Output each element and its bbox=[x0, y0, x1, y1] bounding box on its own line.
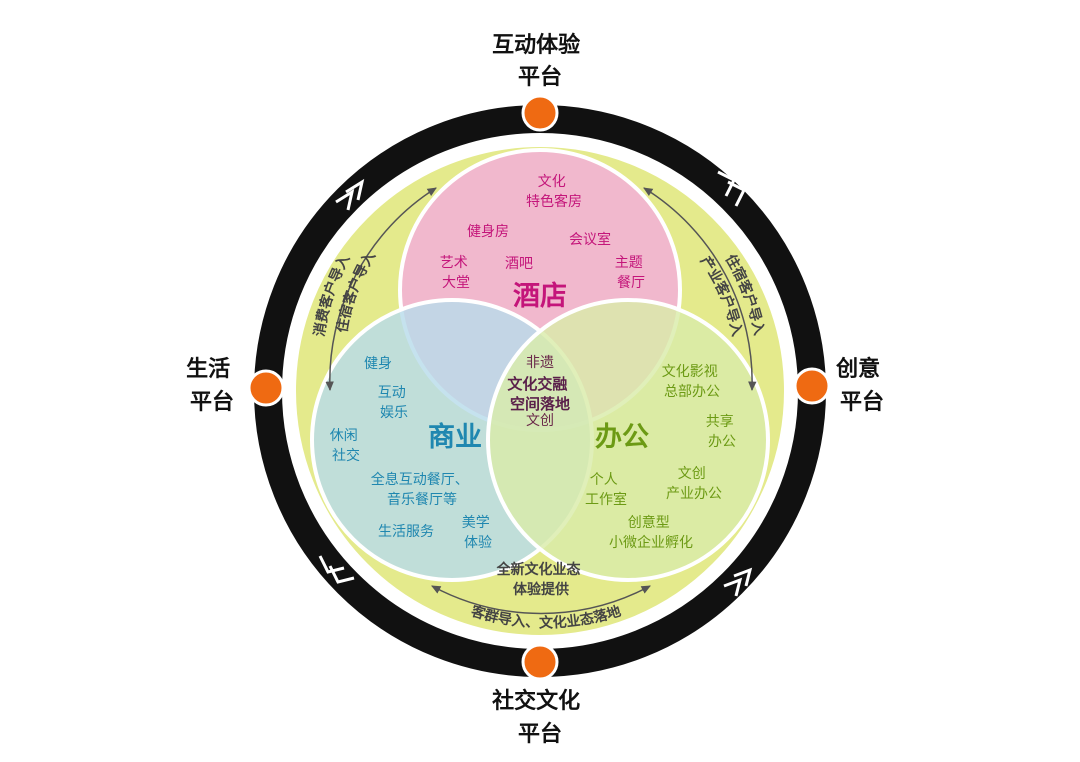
chevron-icon bbox=[723, 577, 743, 597]
hotel-item: 主题 餐厅 bbox=[615, 255, 647, 291]
office-item: 文创 产业办公 bbox=[666, 466, 722, 502]
hotel-item: 会议室 bbox=[569, 231, 611, 248]
inner-band-edge bbox=[292, 143, 788, 639]
hotel-title: 酒店 bbox=[513, 281, 567, 312]
office-item: 文化影视 总部办公 bbox=[662, 364, 722, 400]
business-item: 健身 bbox=[364, 356, 392, 372]
hotel-item: 酒吧 bbox=[505, 256, 533, 272]
right-arrow-arc bbox=[643, 187, 757, 392]
business-item: 休闲 社交 bbox=[330, 428, 362, 464]
business-item: 生活服务 bbox=[378, 524, 434, 540]
platform-nodes bbox=[247, 94, 831, 681]
venn bbox=[310, 148, 770, 582]
platform-left: 生活 平台 bbox=[186, 357, 238, 415]
center-top: 非遗 bbox=[526, 355, 554, 371]
chevron-icon bbox=[318, 555, 345, 574]
business-item: 全息互动餐厅、 音乐餐厅等 bbox=[371, 471, 473, 508]
office-item: 创意型 小微企业孵化 bbox=[609, 514, 693, 551]
left-arrow-arc bbox=[325, 187, 437, 392]
guide-arrows bbox=[325, 187, 757, 615]
office-item: 共享 办公 bbox=[706, 413, 738, 450]
hotel-item: 艺术 大堂 bbox=[440, 255, 472, 291]
hotel-item: 文化 特色客房 bbox=[526, 174, 582, 210]
business-item: 美学 体验 bbox=[462, 515, 494, 551]
center-main: 文化交融 空间落地 bbox=[507, 375, 572, 413]
center-bottom: 文创 bbox=[526, 413, 554, 429]
business-title: 商业 bbox=[428, 422, 482, 453]
platform-bottom: 社交文化 平台 bbox=[492, 688, 588, 747]
lower-center-label: 全新文化业态 体验提供 bbox=[496, 561, 586, 598]
node-bottom bbox=[521, 643, 559, 681]
node-top bbox=[521, 94, 559, 132]
hotel-item: 健身房 bbox=[467, 224, 509, 240]
node-right bbox=[793, 367, 831, 405]
office-title: 办公 bbox=[595, 422, 649, 453]
platform-right: 创意 平台 bbox=[835, 356, 888, 415]
business-item: 互动 娱乐 bbox=[378, 385, 410, 421]
office-item: 个人 工作室 bbox=[585, 472, 627, 508]
platform-top: 互动体验 平台 bbox=[492, 32, 588, 90]
chevron-icon bbox=[733, 567, 753, 587]
node-left bbox=[247, 369, 285, 407]
bottom-arrow-arc bbox=[431, 585, 651, 615]
